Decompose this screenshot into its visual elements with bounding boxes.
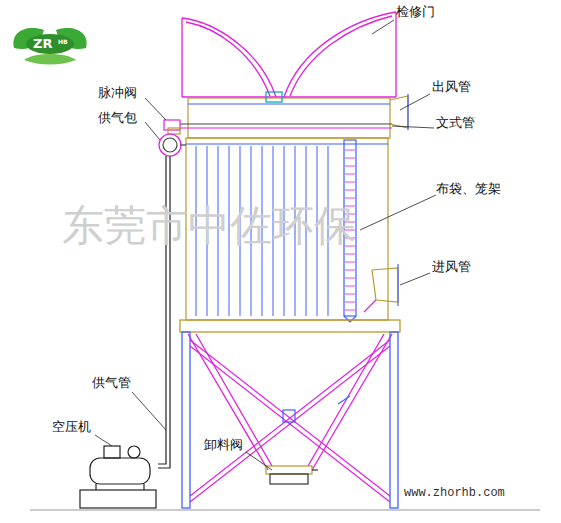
logo-text: HB <box>58 39 68 46</box>
bag-cage <box>345 182 355 183</box>
part-label: 文式管 <box>436 116 475 130</box>
bag-cage <box>345 150 355 151</box>
website: www.zhorhb.com <box>404 487 505 500</box>
bag-cage <box>345 286 355 287</box>
logo-text: ZR <box>33 37 52 51</box>
logo <box>13 28 86 64</box>
cross-brace <box>190 340 390 502</box>
bag-cage <box>345 262 355 263</box>
support-leg <box>182 332 398 508</box>
part-label: 卸料阀 <box>204 438 243 452</box>
bag-cage <box>345 278 355 279</box>
bag-cage <box>345 310 355 311</box>
part-label: 进风管 <box>432 260 471 274</box>
part-label: 脉冲阀 <box>98 86 137 100</box>
bag-cage <box>345 174 355 175</box>
bag-cage <box>345 158 355 159</box>
part-label: 检修门 <box>396 5 435 19</box>
bag-cage <box>345 190 355 191</box>
air-supply <box>158 120 186 468</box>
part-label: 供气管 <box>92 376 131 390</box>
part-label: 出风管 <box>432 80 471 94</box>
part-label: 供气包 <box>98 111 137 125</box>
part-label: 空压机 <box>52 420 91 434</box>
part-label: 布袋、笼架 <box>436 182 501 196</box>
inlet-pipe <box>364 264 398 312</box>
inspection-door <box>182 12 396 97</box>
discharge-valve <box>266 466 318 484</box>
air-compressor <box>80 446 156 508</box>
bag-cage <box>345 294 355 295</box>
hopper <box>180 320 400 470</box>
bag-cage <box>345 254 355 255</box>
bag-cage <box>345 270 355 271</box>
bag-cage <box>345 302 355 303</box>
watermark: 东莞市中佐环保 <box>62 203 356 249</box>
ground-line <box>30 510 540 511</box>
top-plenum <box>180 92 392 138</box>
bag-cage <box>345 198 355 199</box>
outlet-pipe <box>390 94 408 130</box>
bag-cage <box>345 166 355 167</box>
